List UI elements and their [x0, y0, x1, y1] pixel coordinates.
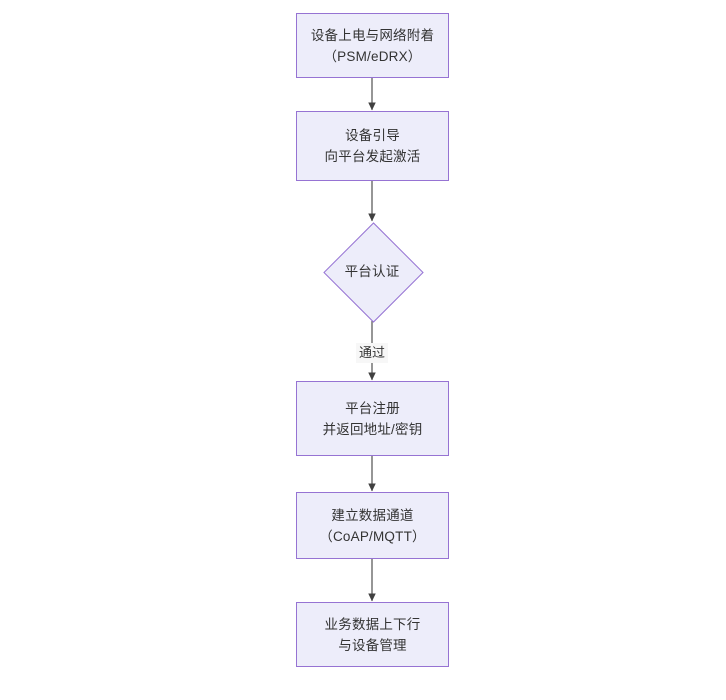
node-power-on-attach[interactable]: 设备上电与网络附着 （PSM/eDRX） — [296, 13, 449, 78]
node-line: 建立数据通道 — [331, 507, 414, 523]
node-line: 并返回地址/密钥 — [322, 421, 423, 437]
node-platform-register[interactable]: 平台注册 并返回地址/密钥 — [296, 381, 449, 456]
node-device-bootstrap[interactable]: 设备引导 向平台发起激活 — [296, 111, 449, 181]
node-line: 平台注册 — [345, 400, 400, 416]
edge-label-pass: 通过 — [356, 343, 389, 363]
node-line: 向平台发起激活 — [324, 149, 421, 164]
node-platform-auth-decision[interactable]: 平台认证 — [322, 221, 424, 323]
node-line: 业务数据上下行 — [324, 616, 421, 632]
node-business-data-and-device-management[interactable]: 业务数据上下行 与设备管理 — [296, 602, 449, 667]
node-line: （PSM/eDRX） — [323, 48, 422, 64]
node-line: 平台认证 — [344, 263, 400, 279]
node-line: 设备引导 — [345, 128, 400, 143]
edge-label-text: 通过 — [359, 345, 386, 360]
node-line: 设备上电与网络附着 — [310, 27, 435, 43]
node-line: （CoAP/MQTT） — [319, 528, 426, 544]
node-line: 与设备管理 — [338, 637, 407, 653]
node-establish-data-channel[interactable]: 建立数据通道 （CoAP/MQTT） — [296, 492, 449, 559]
